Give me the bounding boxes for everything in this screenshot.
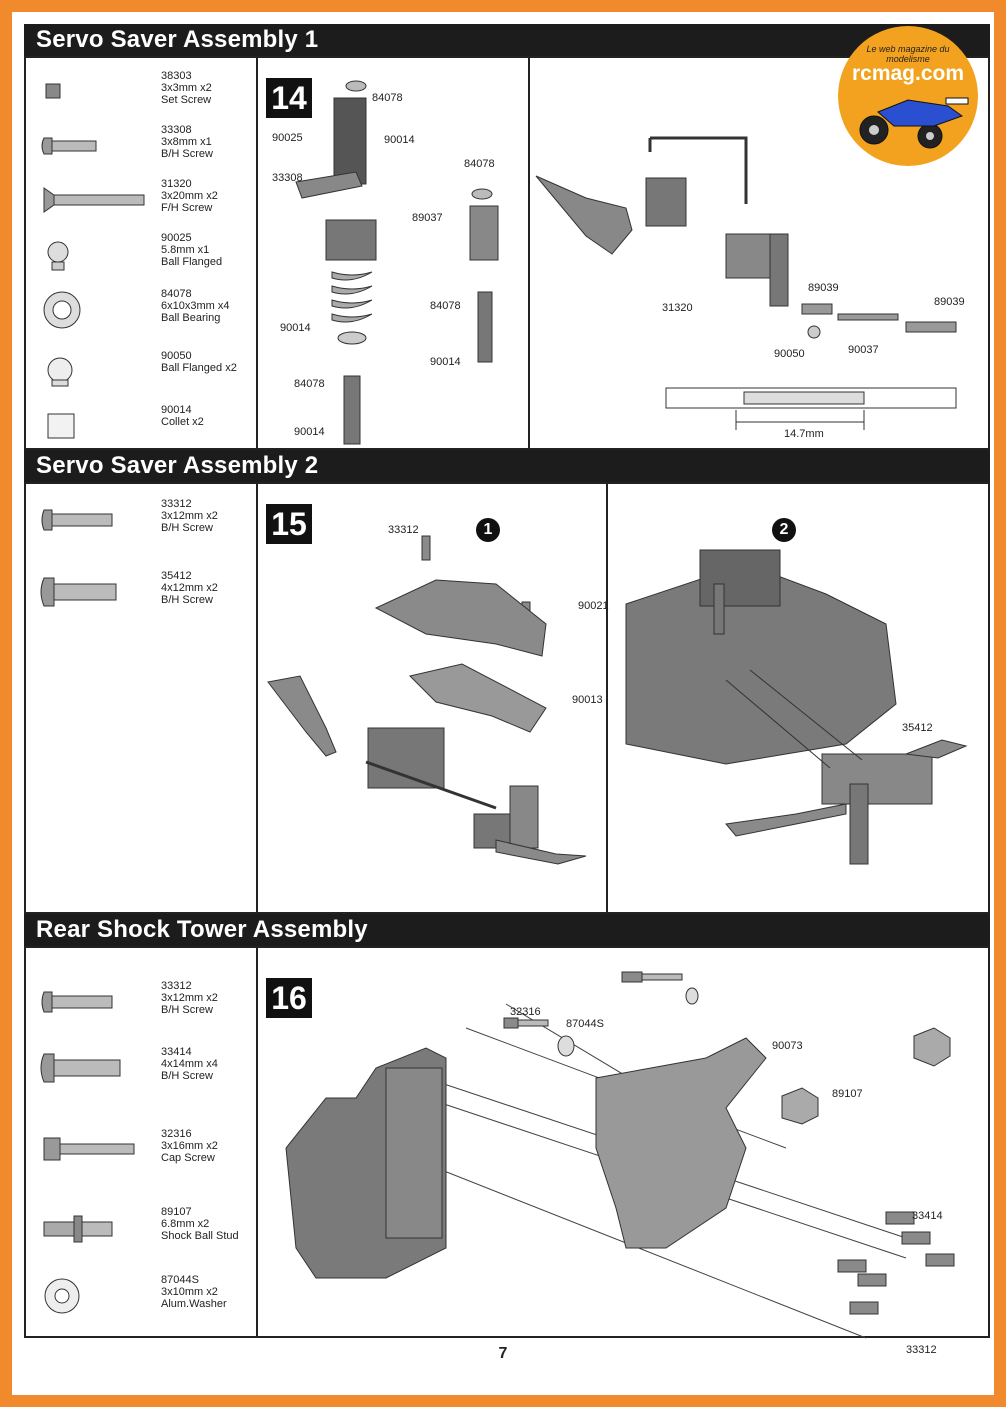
rcmag-logo: Le web magazine du modelisme rcmag.com (838, 26, 978, 166)
ball-flanged-icon (47, 357, 73, 387)
button-head-screw-icon (41, 991, 113, 1013)
button-head-screw-icon (41, 137, 97, 155)
shock-ball-stud-icon (43, 1215, 113, 1243)
section-title-rear-shock-tower: Rear Shock Tower Assembly (24, 914, 990, 946)
step-number: 14 (266, 78, 312, 118)
section-title-servo-saver-2: Servo Saver Assembly 2 (24, 450, 990, 482)
button-head-screw-icon (40, 1053, 121, 1083)
step-number: 15 (266, 504, 312, 544)
cap-screw-icon (43, 1137, 135, 1161)
button-head-screw-icon (41, 509, 113, 531)
collet-icon (47, 413, 75, 439)
flat-head-screw-icon (43, 187, 145, 213)
substep-1-badge: 1 (476, 518, 500, 542)
set-screw-icon (45, 83, 61, 99)
button-head-screw-icon (40, 577, 117, 607)
page-number: 7 (498, 1345, 508, 1362)
section-title-servo-saver-1: Servo Saver Assembly 1 (24, 24, 990, 56)
ball-flanged-icon (47, 241, 69, 271)
washer-icon (44, 1278, 80, 1314)
substep-2-badge: 2 (772, 518, 796, 542)
ball-bearing-icon (43, 291, 81, 329)
buggy-icon (859, 97, 969, 149)
servo-saver-exploded-diagram (295, 80, 957, 445)
servo-saver-install-diagram (267, 535, 968, 865)
step-number: 16 (266, 978, 312, 1018)
rear-shock-tower-diagram (285, 971, 955, 1339)
measure-label: 14.7mm (784, 428, 824, 440)
